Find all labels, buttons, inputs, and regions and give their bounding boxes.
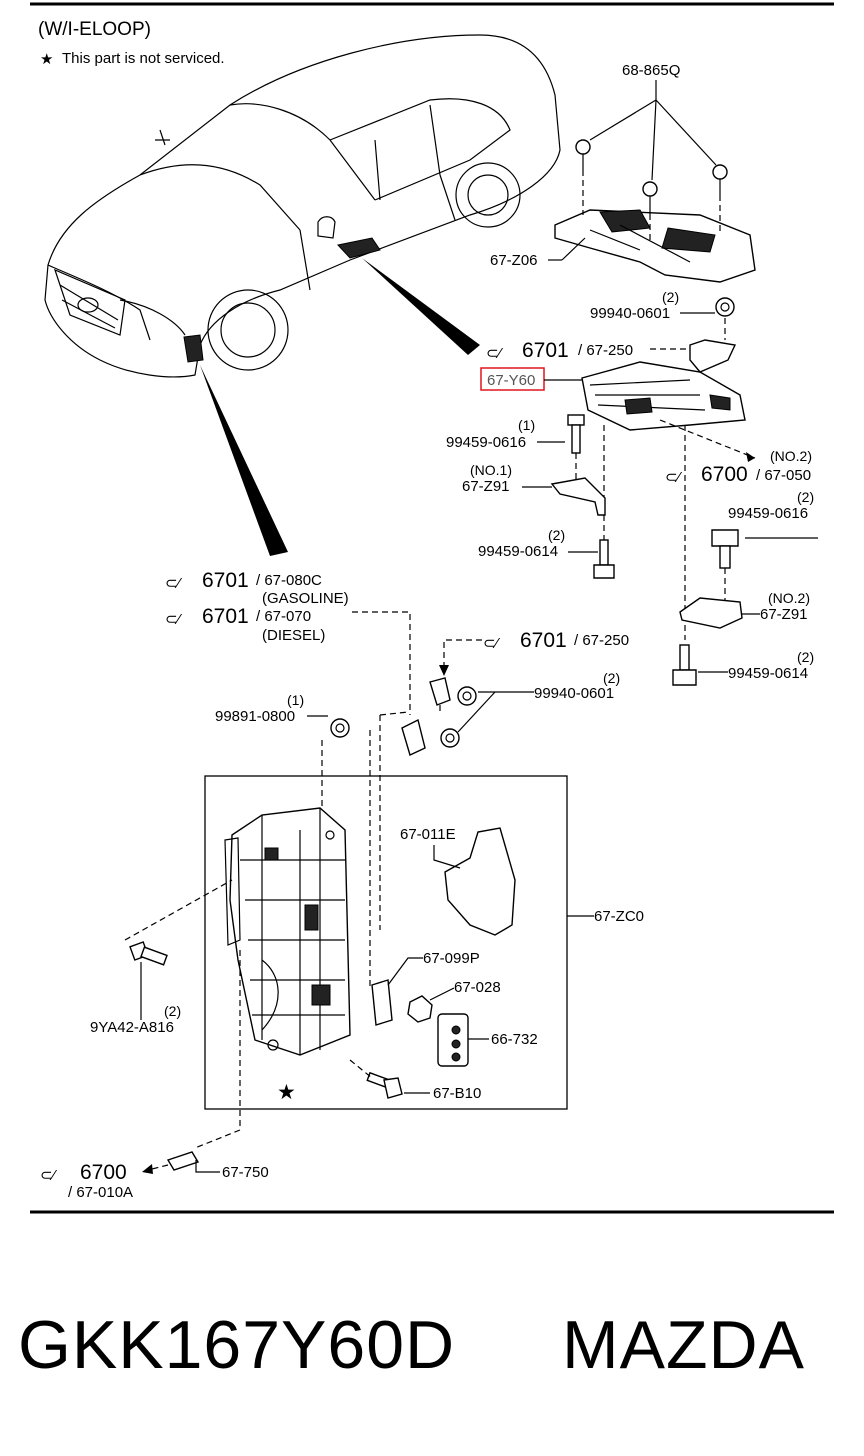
callout-67-Z91a: 67-Z91 <box>462 478 510 495</box>
callout-qty-2a: (2) <box>662 289 679 305</box>
diagram-title: (W/I-ELOOP) <box>38 19 151 40</box>
callout-67-070: / 67-070 <box>256 608 311 625</box>
callout-star: ★ <box>277 1081 296 1104</box>
bracket-no2 <box>679 597 743 629</box>
callout-qty-1b: (1) <box>287 692 304 708</box>
callout-67-750: 67-750 <box>222 1164 269 1181</box>
callout-99459-0616a: 99459-0616 <box>446 434 526 451</box>
callout-qty-2d: (2) <box>797 649 814 665</box>
callout-67-028: 67-028 <box>454 979 501 996</box>
brand-name: MAZDA <box>562 1307 805 1383</box>
note-star-icon: ★ <box>40 51 53 68</box>
bracket-no1 <box>550 477 606 516</box>
callout-diesel: (DIESEL) <box>262 627 325 644</box>
callout-ref-6701b: 6701 <box>202 569 249 592</box>
callout-ref-6700b: 6700 <box>80 1161 127 1184</box>
ref-symbol-icon-6: ⊂⁄ <box>40 1167 58 1184</box>
nut-67-028 <box>407 995 433 1023</box>
nut-icon-3 <box>440 728 460 748</box>
bolt-icon-2 <box>593 539 615 579</box>
callout-99459-0614a: 99459-0614 <box>478 543 558 560</box>
ref-symbol-icon: ⊂⁄ <box>486 345 504 362</box>
diagram-note: This part is not serviced. <box>62 50 225 67</box>
ecu-unit <box>224 807 351 1056</box>
callout-qty-2f: (2) <box>164 1003 181 1019</box>
connector-66-732 <box>437 1013 469 1067</box>
part-number: GKK167Y60D <box>18 1307 455 1383</box>
callout-66-732: 66-732 <box>491 1031 538 1048</box>
callout-99459-0614b: 99459-0614 <box>728 665 808 682</box>
callout-qty-2b: (2) <box>797 489 814 505</box>
callout-67-Z91b: 67-Z91 <box>760 606 808 623</box>
ref-symbol-icon-2: ⊂⁄ <box>665 469 683 486</box>
callout-67-011E: 67-011E <box>400 826 456 843</box>
pointer-wedge-lower <box>200 365 288 556</box>
bolt-icon <box>567 414 585 454</box>
callout-ref-6700a: 6700 <box>701 463 748 486</box>
ref-symbol-icon-4: ⊂⁄ <box>165 611 183 628</box>
callout-67-050: / 67-050 <box>756 467 811 484</box>
car-illustration <box>44 34 561 378</box>
pin-67-750 <box>166 1151 200 1171</box>
cover-67-011E <box>444 827 516 936</box>
callout-qty-2e: (2) <box>603 670 620 686</box>
callout-67-250b: / 67-250 <box>574 632 629 649</box>
callout-67-080C: / 67-080C <box>256 572 322 589</box>
callout-67-099P: 67-099P <box>423 950 480 967</box>
bolt-67-B10 <box>366 1071 403 1099</box>
cover-assembly <box>554 139 756 283</box>
callout-gasoline: (GASOLINE) <box>262 590 349 607</box>
bracket-67-099P <box>371 979 393 1026</box>
callout-99940-0601b: 99940-0601 <box>534 685 614 702</box>
highlight-box <box>480 367 545 391</box>
ref-symbol-icon-5: ⊂⁄ <box>483 635 501 652</box>
callout-99891-0800: 99891-0800 <box>215 708 295 725</box>
callout-99940-0601a: 99940-0601 <box>590 305 670 322</box>
callout-qty-2c: (2) <box>548 527 565 543</box>
callout-67-Z06: 67-Z06 <box>490 252 538 269</box>
callout-99459-0616b: 99459-0616 <box>728 505 808 522</box>
callout-67-010A: / 67-010A <box>68 1184 133 1201</box>
callout-9YA42-A816: 9YA42-A816 <box>90 1019 174 1036</box>
callout-ref-6701a: 6701 <box>522 339 569 362</box>
bolt-icon-3 <box>711 529 739 569</box>
nut-icon <box>715 297 735 317</box>
callout-67-Y60: 67-Y60 <box>487 372 535 389</box>
callout-ref-6701c: 6701 <box>202 605 249 628</box>
ref-symbol-icon-3: ⊂⁄ <box>165 575 183 592</box>
bolt-9YA42-A816 <box>129 941 168 966</box>
connector-clip-2 <box>401 718 426 756</box>
callout-no2a: (NO.2) <box>770 448 812 464</box>
pointer-wedge-upper <box>362 258 480 355</box>
callout-68-865Q: 68-865Q <box>622 62 680 79</box>
connector-clip <box>429 677 451 706</box>
nut-icon-2 <box>457 686 477 706</box>
callout-qty-1a: (1) <box>518 417 535 433</box>
nut-icon-4 <box>330 718 350 738</box>
callout-no1: (NO.1) <box>470 462 512 478</box>
callout-ref-6701d: 6701 <box>520 629 567 652</box>
bolt-icon-4 <box>672 644 697 686</box>
dc-dc-converter <box>581 339 746 431</box>
callout-no2b: (NO.2) <box>768 590 810 606</box>
callout-67-B10: 67-B10 <box>433 1085 481 1102</box>
callout-67-250a: / 67-250 <box>578 342 633 359</box>
callout-67-ZC0: 67-ZC0 <box>594 908 644 925</box>
assembly-frame <box>204 775 568 1110</box>
